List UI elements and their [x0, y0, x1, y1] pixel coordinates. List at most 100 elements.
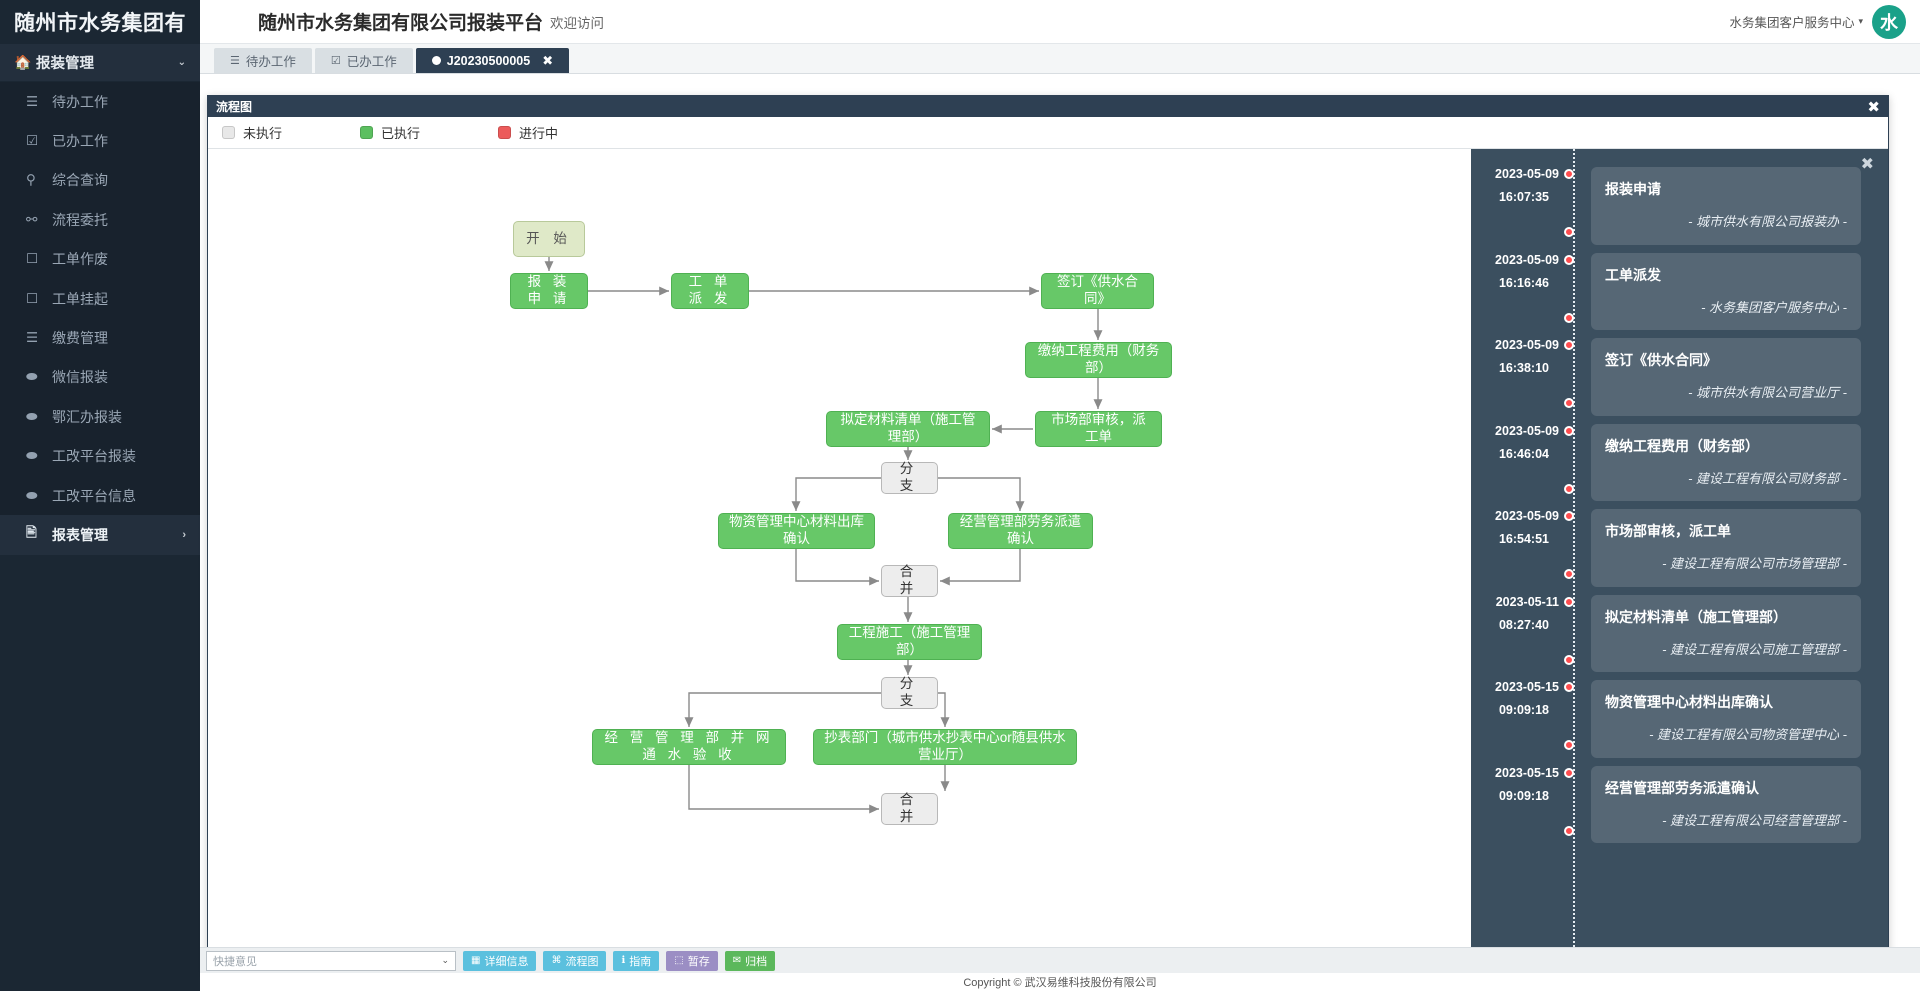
legend-label: 已执行 — [381, 126, 421, 141]
sidebar-item-3[interactable]: ⚲综合查询 — [0, 161, 200, 200]
dialog-title: 流程图 — [216, 100, 253, 114]
timeline-entry[interactable]: 2023-05-09 16:46:04 缴纳工程费用（财务部）- 建设工程有限公司财… — [1471, 420, 1888, 502]
bottom-button-5[interactable]: ✉归档 — [724, 950, 776, 971]
flow-node-label: 拟定材料清单（施工管理部） — [840, 412, 976, 444]
flow-node-n5[interactable]: 市场部审核，派工单 — [1035, 411, 1162, 447]
flow-node-n7[interactable]: 物资管理中心材料出库确认 — [718, 513, 875, 549]
timeline-card-title: 签订《供水合同》 — [1605, 352, 1717, 369]
timeline-card-org: - 建设工程有限公司经营管理部 - — [1662, 812, 1847, 828]
flow-node-label: 缴纳工程费用（财务部） — [1037, 343, 1160, 375]
sidebar-item-4[interactable]: ⚯流程委托 — [0, 200, 200, 239]
flow-node-label: 工 单 派 发 — [688, 274, 732, 306]
timeline-card[interactable]: 经营管理部劳务派遣确认- 建设工程有限公司经营管理部 - — [1591, 765, 1861, 844]
flow-node-n10[interactable]: 经 营 管 理 部 并 网 通 水 验 收 — [592, 729, 786, 765]
chevron-down-icon[interactable]: ▾ — [1858, 16, 1863, 26]
sidebar-menu-header[interactable]: 🏠 报装管理 ⌄ — [0, 44, 200, 82]
flow-node-label: 分 支 — [899, 676, 920, 708]
list-icon: ☰ — [230, 55, 240, 67]
dialog-title-bar: 流程图 ✖ — [208, 96, 1888, 117]
flow-node-n9[interactable]: 工程施工（施工管理部） — [837, 624, 982, 660]
current-user-label[interactable]: 水务集团客户服务中心 — [1729, 16, 1855, 30]
timeline-card[interactable]: 工单派发- 水务集团客户服务中心 - — [1591, 252, 1861, 331]
timeline-marker-column — [1564, 591, 1581, 673]
flow-node-g4[interactable]: 合 并 — [881, 792, 938, 825]
sidebar-item-6[interactable]: ☐工单挂起 — [0, 279, 200, 318]
timeline-card[interactable]: 报装申请- 城市供水有限公司报装办 - — [1591, 167, 1861, 245]
flow-node-label: 经营管理部劳务派遣确认 — [959, 514, 1082, 546]
timeline-card[interactable]: 签订《供水合同》- 城市供水有限公司营业厅 - — [1591, 338, 1861, 416]
archive-icon: ✉ — [732, 955, 742, 966]
flow-node-label: 市场部审核，派工单 — [1051, 412, 1146, 444]
timeline-rail — [1573, 149, 1575, 975]
flow-node-g3[interactable]: 分 支 — [881, 676, 938, 709]
flow-node-n3[interactable]: 签订《供水合同》 — [1041, 273, 1154, 309]
chat-icon: ⬬ — [26, 408, 38, 424]
flow-node-n2[interactable]: 工 单 派 发 — [671, 273, 749, 309]
flow-node-start[interactable]: 开 始 — [513, 221, 585, 257]
timeline-card[interactable]: 缴纳工程费用（财务部）- 建设工程有限公司财务部 - — [1591, 423, 1861, 502]
timeline-card[interactable]: 物资管理中心材料出库确认- 建设工程有限公司物资管理中心 - — [1591, 680, 1861, 758]
legend-item-1: 未执行 — [222, 123, 282, 142]
timeline-marker-column — [1564, 334, 1581, 416]
sidebar-item-5[interactable]: ☐工单作废 — [0, 240, 200, 279]
sidebar-item-7[interactable]: ☰缴费管理 — [0, 318, 200, 357]
tab-label: 待办工作 — [245, 55, 296, 69]
quick-comment-select[interactable]: 快捷意见 ⌄ — [206, 950, 456, 971]
bottom-button-1[interactable]: ▦详细信息 — [463, 950, 537, 971]
timeline-card-title: 工单派发 — [1605, 266, 1661, 283]
sidebar-item-11[interactable]: ⬬工改平台信息 — [0, 476, 200, 515]
sidebar-item-9[interactable]: ⬬鄂汇办报装 — [0, 397, 200, 436]
sidebar-item-report-management[interactable]: 🖹 报表管理 › — [0, 515, 200, 555]
avatar[interactable]: 水 — [1872, 4, 1906, 39]
flowchart-dialog: 流程图 ✖ 未执行已执行进行中 — [207, 95, 1889, 975]
sidebar-item-label: 已办工作 — [52, 133, 108, 150]
brand-title: 随州市水务集团有 — [0, 0, 200, 44]
timeline-time: 16:46:04 — [1498, 446, 1549, 461]
tab-3[interactable]: J20230500005✖ — [415, 48, 570, 73]
sidebar-item-2[interactable]: ☑ 已办工作 — [0, 121, 200, 160]
tab-1[interactable]: ☰ 待办工作 — [214, 48, 312, 73]
timeline-marker-column — [1564, 420, 1581, 502]
file-icon: ☐ — [26, 251, 39, 267]
bottom-button-2[interactable]: ⌘流程图 — [543, 950, 607, 971]
sidebar-item-1[interactable]: ☰待办工作 — [0, 82, 200, 121]
timeline-dot-icon — [1564, 254, 1574, 265]
flow-node-n11[interactable]: 抄表部门（城市供水抄表中心or随县供水营业厅） — [813, 729, 1077, 765]
timeline-card-org: - 建设工程有限公司市场管理部 - — [1662, 556, 1847, 572]
flow-node-n8[interactable]: 经营管理部劳务派遣确认 — [948, 513, 1093, 549]
flow-node-n1[interactable]: 报 装 申 请 — [510, 273, 588, 309]
flow-node-g2[interactable]: 合 并 — [881, 564, 938, 597]
close-icon[interactable]: ✖ — [542, 52, 554, 68]
flow-node-g1[interactable]: 分 支 — [881, 461, 938, 494]
close-icon[interactable]: ✖ — [1860, 156, 1874, 173]
flow-node-n6[interactable]: 拟定材料清单（施工管理部） — [826, 411, 990, 447]
bottom-button-label: 流程图 — [565, 955, 599, 968]
timeline-time: 16:07:35 — [1498, 190, 1549, 205]
save-icon: ⬚ — [674, 955, 684, 966]
checkbox-icon: ☑ — [26, 133, 39, 149]
legend-item-2: 已执行 — [360, 123, 420, 142]
flow-node-n4[interactable]: 缴纳工程费用（财务部） — [1025, 342, 1172, 378]
timeline-card[interactable]: 拟定材料清单（施工管理部）- 建设工程有限公司施工管理部 - — [1591, 594, 1861, 673]
timeline-date: 2023-05-09 — [1495, 423, 1559, 438]
close-icon[interactable]: ✖ — [1867, 98, 1880, 116]
tab-2[interactable]: ☑已办工作 — [314, 48, 413, 73]
list-icon: ☰ — [26, 330, 39, 346]
chevron-down-icon: ⌄ — [441, 955, 449, 965]
timeline-card[interactable]: 市场部审核，派工单- 建设工程有限公司市场管理部 - — [1591, 509, 1861, 587]
timeline-dot-icon — [1564, 511, 1574, 522]
sidebar-item-8[interactable]: ⬬微信报装 — [0, 358, 200, 397]
bottom-button-4[interactable]: ⬚暂存 — [666, 950, 718, 971]
sidebar-item-10[interactable]: ⬬工改平台报装 — [0, 437, 200, 476]
timeline-dot-icon — [1564, 169, 1574, 179]
